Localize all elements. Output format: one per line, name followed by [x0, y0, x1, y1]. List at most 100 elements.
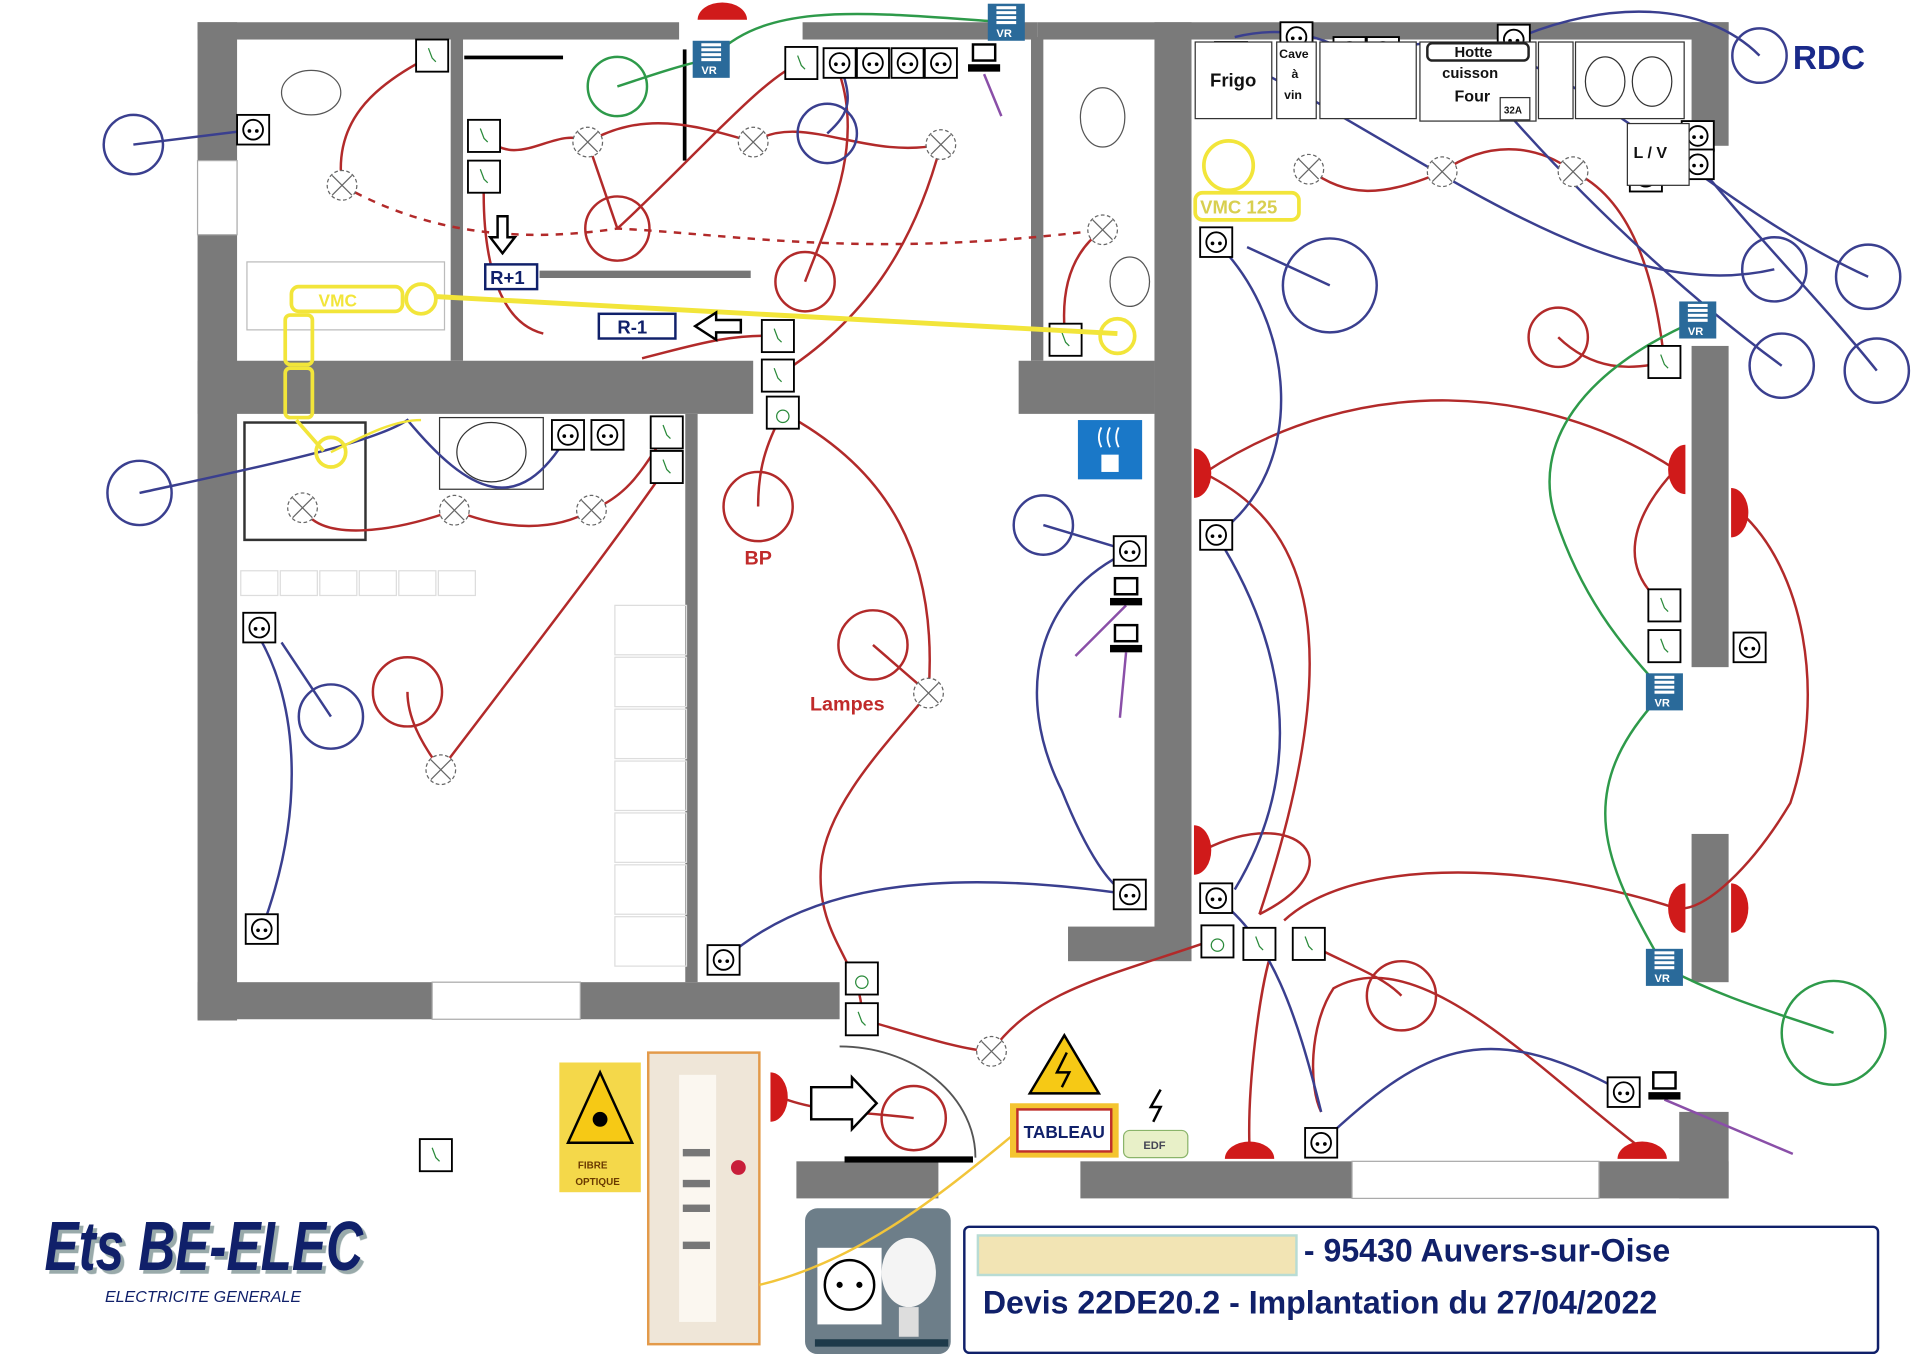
shutter-slat [1687, 308, 1708, 312]
switch-symbol [427, 47, 437, 63]
blue-wire [1215, 897, 1323, 1113]
vr-label: VR [996, 28, 1011, 40]
purple-wire [982, 73, 1003, 117]
outlet-pin [1618, 1091, 1622, 1096]
switch-frame [1242, 926, 1277, 961]
cuisson-label: cuisson [1442, 66, 1498, 82]
red-wire [301, 431, 668, 532]
circuit-ref-circle [1740, 235, 1808, 303]
shutter-slat [1654, 690, 1675, 694]
switch-frame [418, 1138, 453, 1173]
fibre-label-1: FIBRE [578, 1161, 608, 1172]
blue-wire [1035, 549, 1131, 896]
wall-light-shape [1193, 825, 1212, 875]
wall [1037, 22, 1729, 40]
switch-frame [760, 319, 795, 354]
computer-base [1110, 644, 1143, 653]
window [431, 981, 581, 1020]
shutter-slat [701, 48, 722, 52]
monitor [1113, 623, 1139, 643]
outlet-pin [901, 62, 906, 67]
outlet-pin [1218, 241, 1222, 246]
outlet-pin [1131, 550, 1136, 555]
red-wire [483, 122, 942, 152]
wall-light-icon [1668, 444, 1686, 495]
fibre-label-2: OPTIQUE [575, 1177, 620, 1188]
frigo-label: Frigo [1210, 69, 1256, 90]
tableau-label: TABLEAU [1024, 1122, 1105, 1142]
shelf [614, 760, 688, 812]
cabinet-box [1537, 41, 1574, 120]
tableau-inner [1016, 1108, 1113, 1153]
light-cross [430, 759, 452, 781]
power-outlet-icon [1732, 631, 1767, 664]
red-wire [777, 144, 943, 377]
wall-light-icon [1617, 1141, 1667, 1159]
switch-frame [467, 159, 501, 194]
sink-box [1574, 41, 1685, 120]
outlet-face [1205, 524, 1228, 546]
walls [196, 22, 1729, 1200]
green-wire [1548, 318, 1699, 693]
outlet-pin [1625, 1091, 1630, 1096]
switch-symbol [431, 1147, 440, 1162]
switch-frame [415, 38, 450, 73]
switch-icon [760, 358, 795, 393]
shutter-slat [1654, 956, 1675, 960]
wall-light-shape [1731, 883, 1749, 933]
red-wire [803, 73, 849, 283]
wall-light-shape [1668, 444, 1686, 495]
cabinet [279, 570, 318, 597]
computer-base [1110, 597, 1143, 606]
monitor [1113, 576, 1139, 596]
blue-wire [1215, 241, 1283, 536]
wall-light-shape [1224, 1141, 1275, 1159]
circuit-ref-circle [1281, 237, 1378, 334]
outlet-pin [253, 626, 258, 631]
ceiling-light-icon [925, 129, 957, 160]
shelf [614, 708, 688, 760]
switch-icon [649, 415, 684, 450]
logo-name: Ets BE-ELEC [44, 1207, 363, 1285]
basin [1109, 256, 1151, 308]
shutter-slat [996, 6, 1017, 10]
wall-light-icon [697, 2, 748, 20]
outlet-pin [256, 928, 260, 933]
ceiling-light-icon [913, 677, 944, 709]
amp-label: 32A [1504, 106, 1522, 117]
ceiling-light-icon [737, 126, 769, 158]
wall-light-shape [1193, 448, 1212, 498]
cave-label-1: Cave [1279, 47, 1309, 61]
shutter-slat [1654, 680, 1675, 684]
switch-icon [467, 159, 501, 194]
outlet-pin [1692, 135, 1696, 139]
outlet-face [1612, 1081, 1635, 1103]
switch-symbol [773, 328, 783, 343]
blue-wire [280, 641, 332, 718]
cave-label-2: à [1292, 67, 1299, 81]
outlet-pin [1751, 646, 1756, 651]
switch-frame [649, 415, 684, 450]
circuit-ref-circle [102, 113, 165, 176]
red-wire [861, 937, 1217, 1053]
ceiling-light-icon [425, 754, 457, 786]
switch-icon [1242, 926, 1277, 961]
switch-frame [1647, 588, 1682, 623]
light-cross [742, 131, 764, 153]
door [682, 49, 687, 161]
wall-light-shape [770, 1072, 788, 1122]
four-label: Four [1455, 87, 1491, 105]
cabinet [240, 570, 279, 597]
circuit-ref-circle [1780, 979, 1887, 1086]
wine-cellar-box [1276, 41, 1317, 120]
power-outlet-icon [706, 944, 741, 976]
switch-symbol [662, 459, 671, 474]
shelf [614, 604, 688, 656]
computer-base [1648, 1092, 1681, 1100]
push-button-icon [844, 961, 879, 996]
r-plus-1-label: R+1 [490, 267, 524, 288]
wall-light-shape [1617, 1141, 1667, 1159]
circuit-ref-circle [584, 195, 651, 262]
outlet-pin [1124, 550, 1128, 555]
power-outlet-icon [822, 47, 857, 79]
